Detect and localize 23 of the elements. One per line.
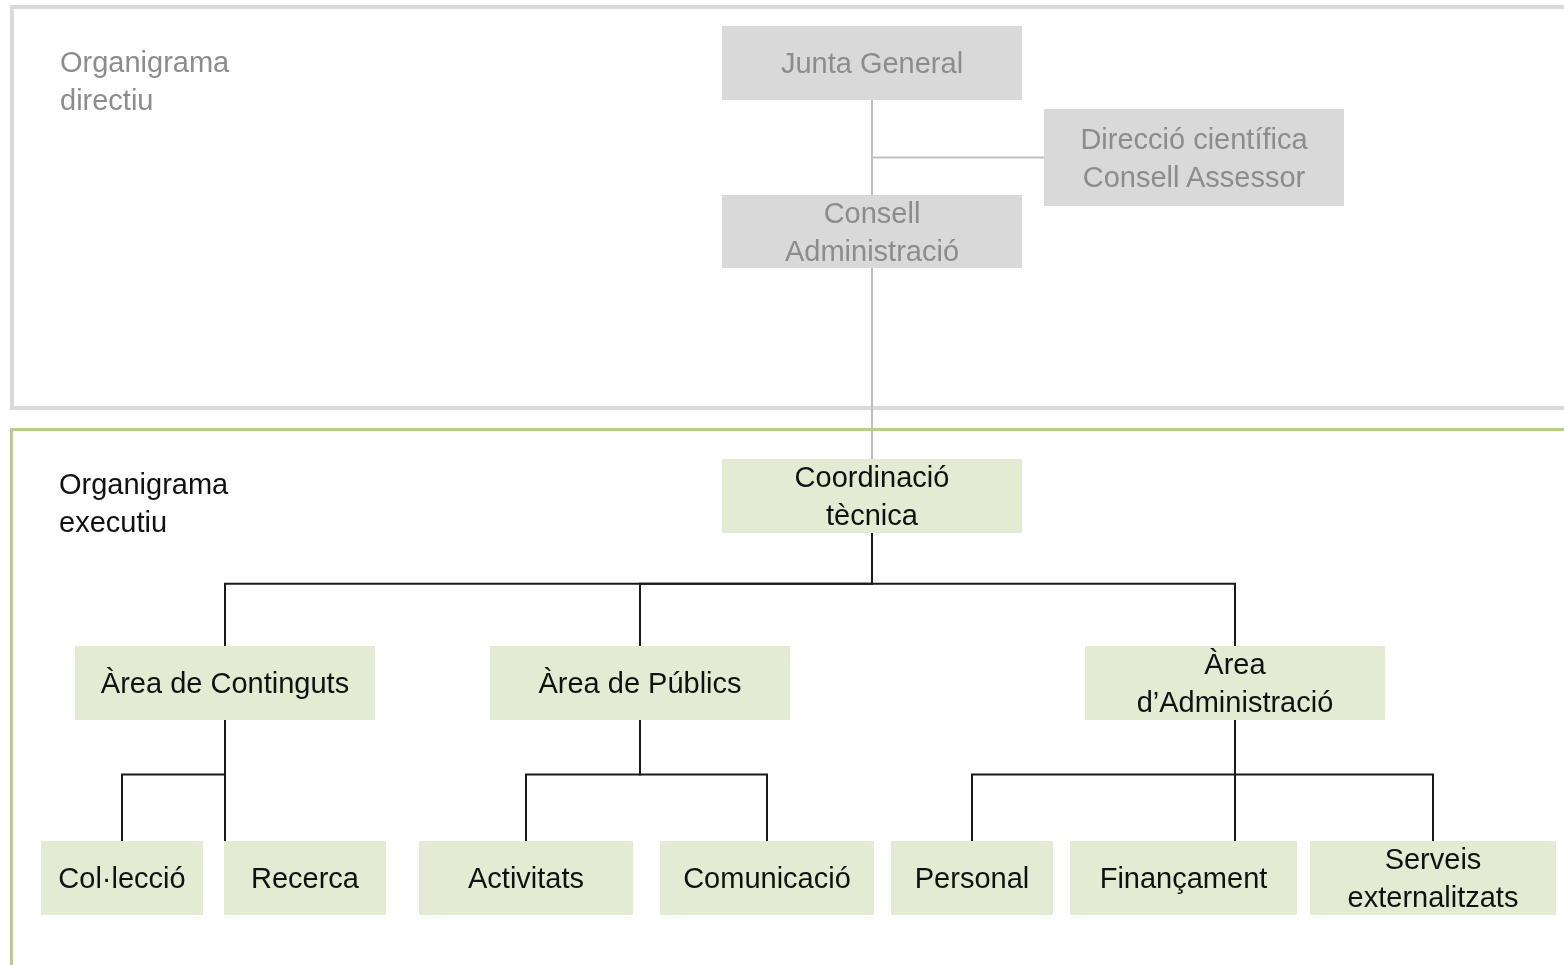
org-unit-box: Àrea de Públics: [490, 646, 790, 720]
org-unit-box: Col·lecció: [41, 841, 203, 915]
org-unit-box: Finançament: [1070, 841, 1297, 915]
org-unit-box: Serveis externalitzats: [1310, 841, 1556, 915]
panel-frame: [10, 5, 1564, 410]
org-unit-box: Direcció científica Consell Assessor: [1044, 109, 1344, 206]
org-unit-box: Activitats: [419, 841, 633, 915]
connector-line: [871, 99, 1045, 159]
connector-line: [871, 267, 873, 460]
panel-frame: [10, 428, 1564, 965]
org-unit-box: Recerca: [224, 841, 386, 915]
org-unit-box: Personal: [891, 841, 1053, 915]
panel-heading: Organigrama directiu: [60, 45, 231, 118]
connector-line: [224, 719, 226, 842]
connector-line: [1234, 719, 1434, 842]
org-unit-box: Àrea de Continguts: [75, 646, 375, 720]
org-unit-box: Consell Administració: [722, 195, 1022, 268]
org-unit-box: Coordinació tècnica: [722, 459, 1022, 533]
org-unit-box: Comunicació: [660, 841, 874, 915]
org-unit-box: Junta General: [722, 26, 1022, 100]
panel-heading: Organigrama executiu: [59, 467, 230, 540]
connector-line: [639, 719, 768, 842]
org-unit-box: Àrea d’Administració: [1085, 646, 1385, 720]
